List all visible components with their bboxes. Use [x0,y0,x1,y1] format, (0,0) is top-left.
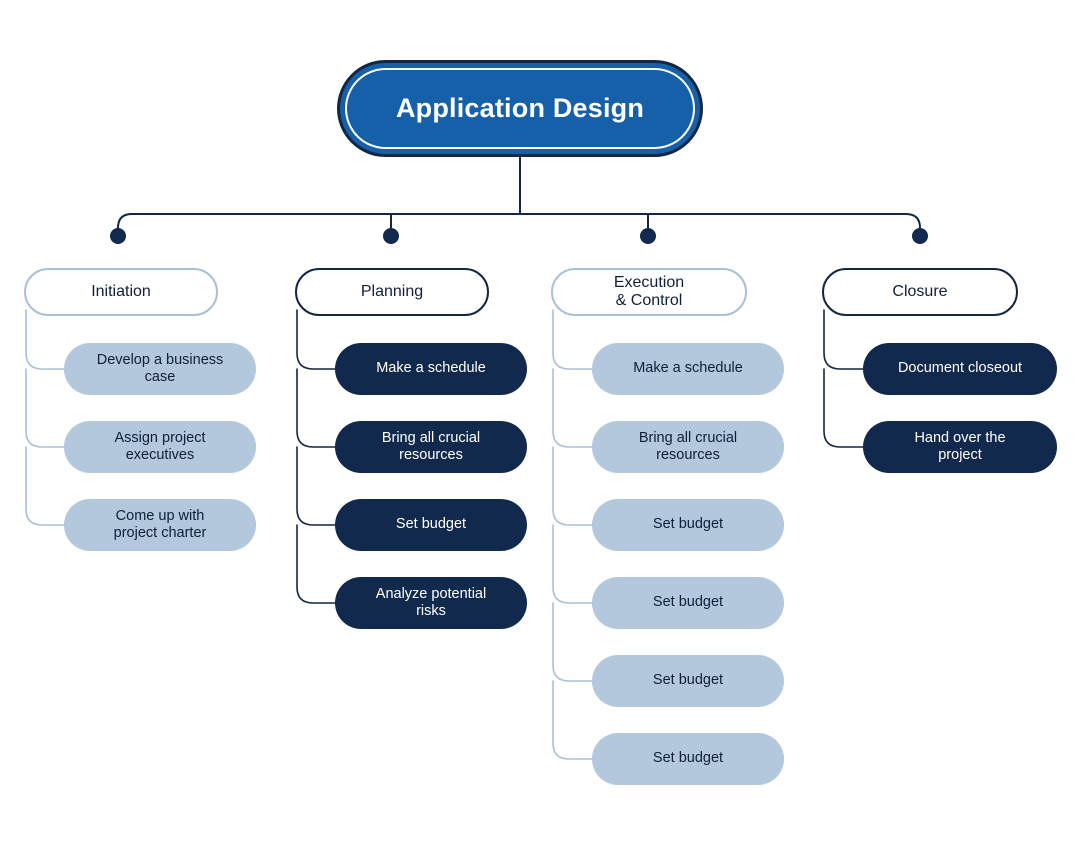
task-card[interactable]: Make a schedule [335,343,527,395]
task-card[interactable]: Bring all crucial resources [592,421,784,473]
connector-dot [640,228,656,244]
root-node[interactable]: Application Design [337,60,703,157]
task-card[interactable]: Set budget [335,499,527,551]
connector-dot [110,228,126,244]
connector-line [117,213,921,237]
task-card[interactable]: Make a schedule [592,343,784,395]
column-header-execution-and-control[interactable]: Execution & Control [551,268,747,316]
column-header-planning[interactable]: Planning [295,268,489,316]
task-card[interactable]: Hand over the project [863,421,1057,473]
task-card[interactable]: Set budget [592,499,784,551]
connector-line [296,368,336,448]
connector-line [25,446,65,526]
connector-line [296,446,336,526]
task-card[interactable]: Come up with project charter [64,499,256,551]
root-node-label: Application Design [395,93,645,123]
connector-line [25,309,65,370]
task-card[interactable]: Analyze potential risks [335,577,527,629]
connector-dot [912,228,928,244]
column-header-closure[interactable]: Closure [822,268,1018,316]
task-card[interactable]: Set budget [592,733,784,785]
connector-line [552,446,593,526]
connector-line [296,309,336,370]
task-card[interactable]: Bring all crucial resources [335,421,527,473]
task-card[interactable]: Document closeout [863,343,1057,395]
task-card[interactable]: Set budget [592,655,784,707]
connector-line [552,309,593,370]
task-card[interactable]: Set budget [592,577,784,629]
connector-line [552,680,593,760]
task-card[interactable]: Assign project executives [64,421,256,473]
connector-line [823,309,864,370]
connector-line [552,602,593,682]
connector-dot [383,228,399,244]
column-header-initiation[interactable]: Initiation [24,268,218,316]
task-card[interactable]: Develop a business case [64,343,256,395]
connector-line [25,368,65,448]
connector-line [823,368,864,448]
connector-line [296,524,336,604]
connector-line [552,524,593,604]
connector-line [552,368,593,448]
